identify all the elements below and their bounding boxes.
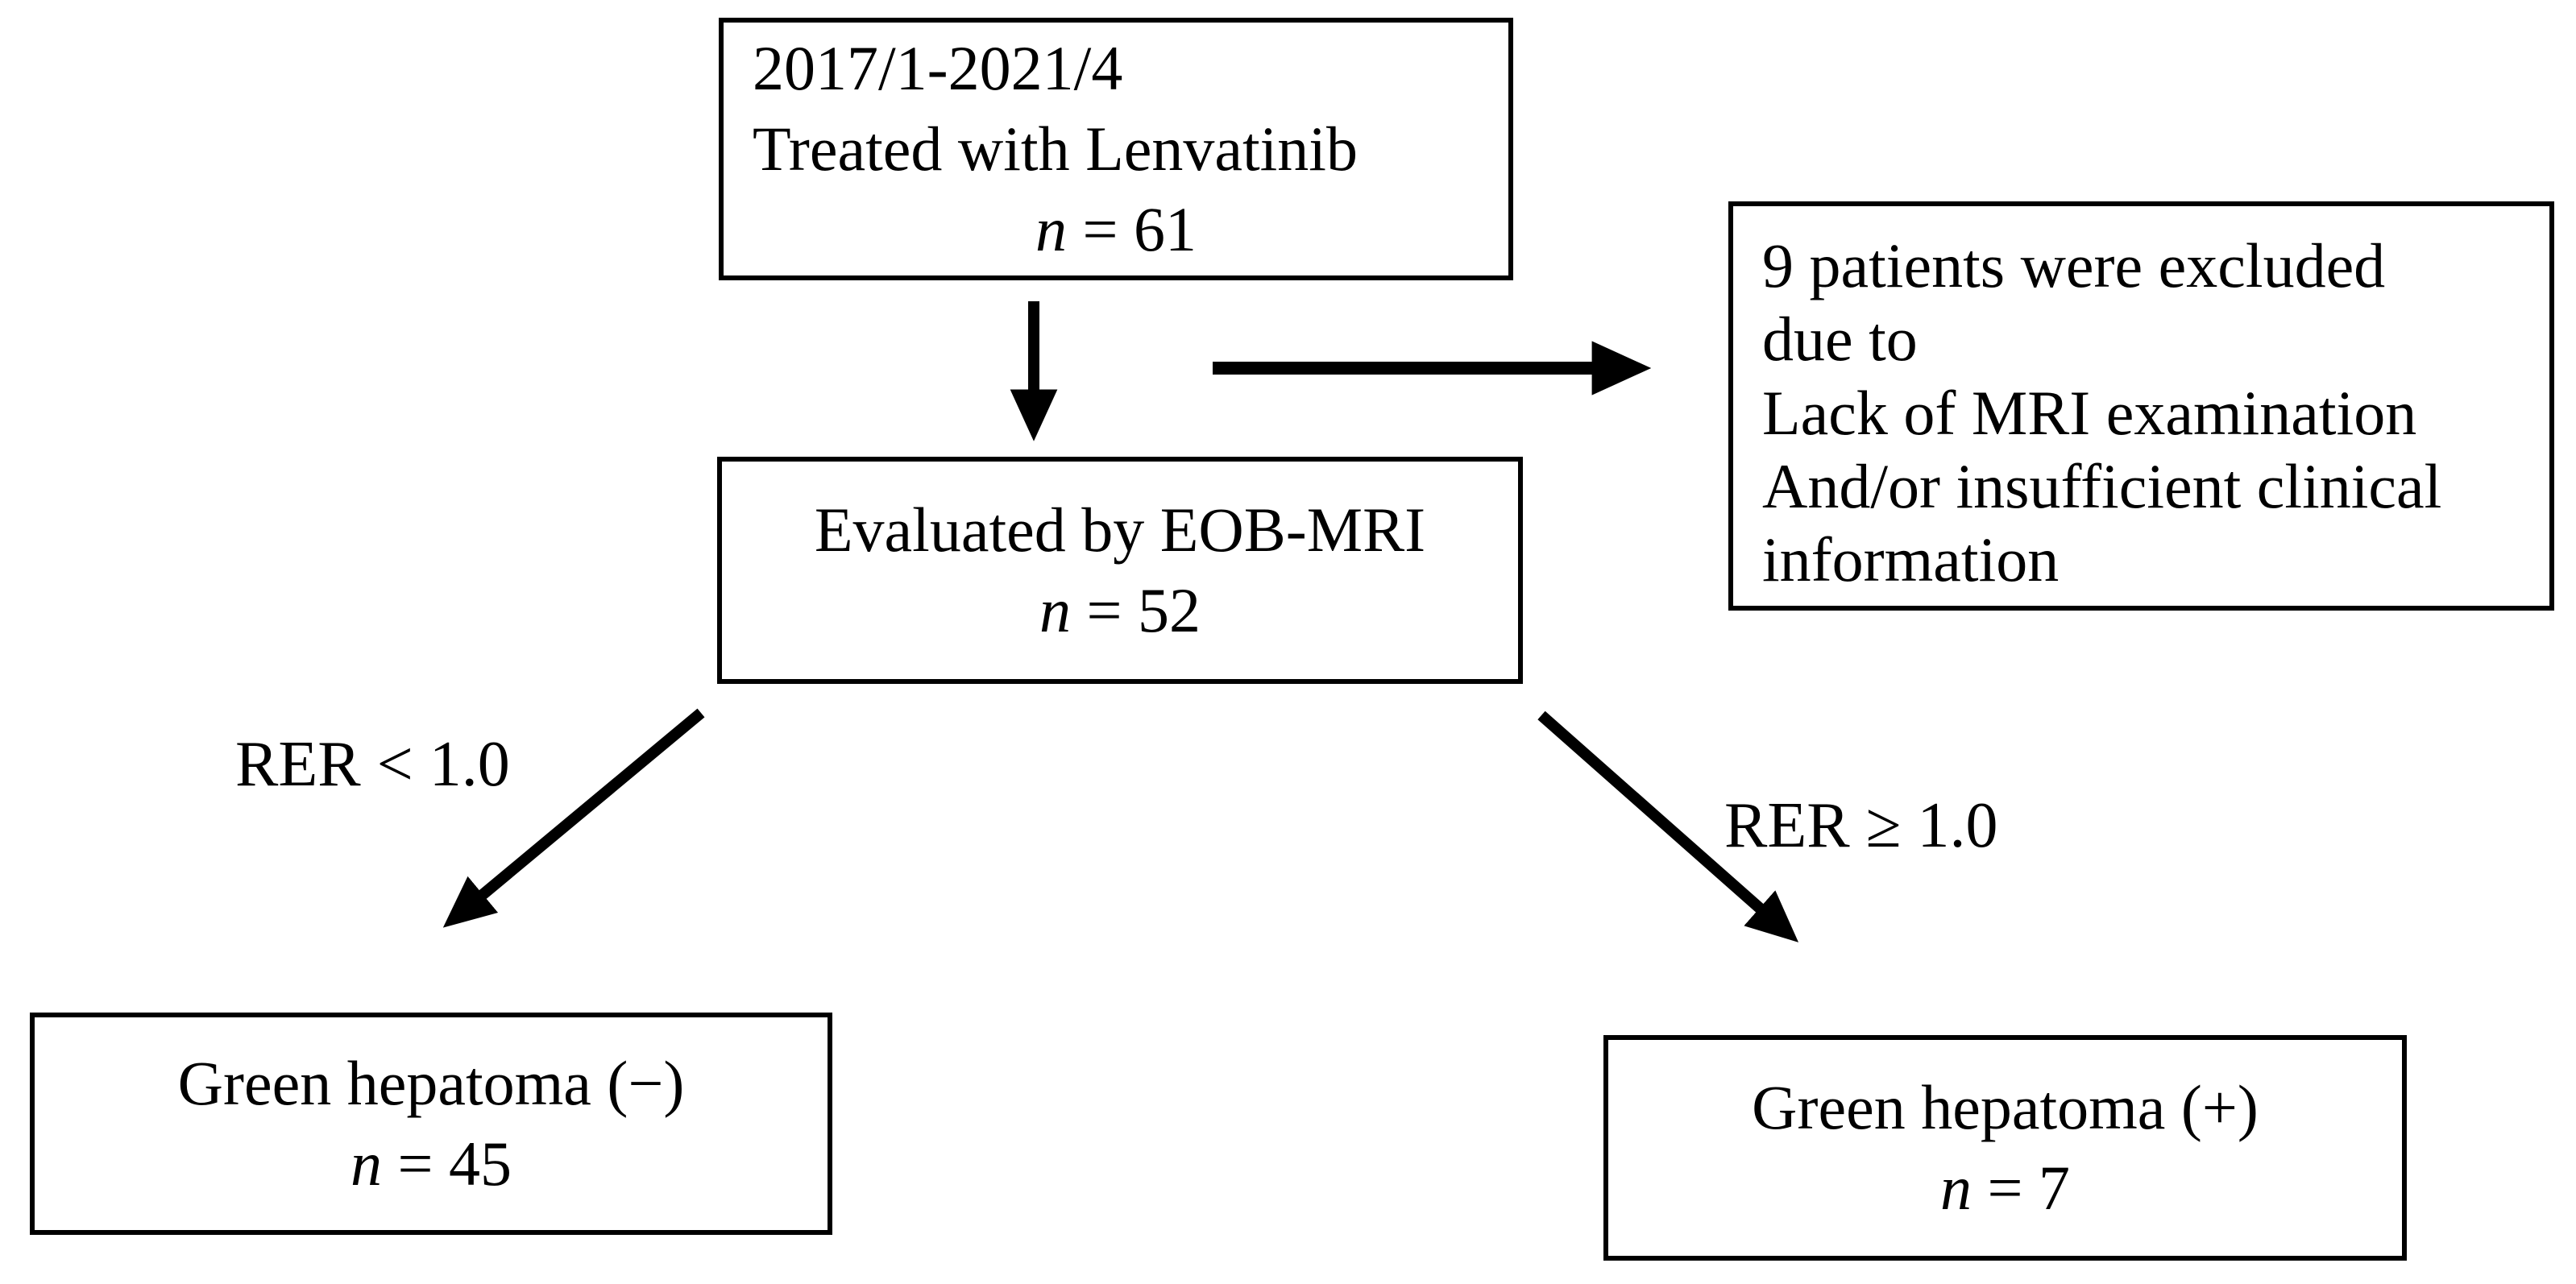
cohort-treatment: Treated with Lenvatinib xyxy=(753,114,1358,184)
arrow-evaluated-to-green-negative xyxy=(442,708,705,928)
exclusion-box: 9 patients were excluded due to Lack of … xyxy=(1728,201,2554,611)
evaluated-n-count: n = 52 xyxy=(722,570,1518,651)
n-value: = 7 xyxy=(1972,1153,2071,1223)
branch-label-rer-less: RER < 1.0 xyxy=(235,729,510,800)
green-negative-n-count: n = 45 xyxy=(35,1124,828,1204)
evaluated-box: Evaluated by EOB-MRI n = 52 xyxy=(717,457,1523,684)
exclusion-line: 9 patients were excluded xyxy=(1762,230,2386,300)
n-symbol: n xyxy=(1035,193,1067,264)
cohort-n-count: n = 61 xyxy=(724,189,1508,270)
n-symbol: n xyxy=(351,1129,382,1199)
n-value: = 61 xyxy=(1067,193,1197,264)
exclusion-line: due to xyxy=(1762,304,1918,375)
n-symbol: n xyxy=(1039,575,1071,645)
green-negative-box: Green hepatoma (−) n = 45 xyxy=(30,1013,832,1235)
exclusion-line: Lack of MRI examination xyxy=(1762,377,2417,448)
green-positive-n-count: n = 7 xyxy=(1608,1148,2402,1228)
exclusion-line: information xyxy=(1762,524,2060,594)
evaluated-title: Evaluated by EOB-MRI xyxy=(814,495,1426,565)
cohort-box: 2017/1-2021/4 Treated with Lenvatinib n … xyxy=(719,18,1513,280)
n-value: = 45 xyxy=(382,1129,512,1199)
green-positive-title: Green hepatoma (+) xyxy=(1752,1072,2259,1143)
green-negative-title: Green hepatoma (−) xyxy=(177,1048,685,1119)
exclusion-line: And/or insufficient clinical xyxy=(1762,450,2442,521)
cohort-period: 2017/1-2021/4 xyxy=(753,33,1123,104)
n-value: = 52 xyxy=(1071,575,1201,645)
n-symbol: n xyxy=(1940,1153,1972,1223)
green-positive-box: Green hepatoma (+) n = 7 xyxy=(1603,1035,2407,1261)
branch-label-rer-greater-equal: RER ≥ 1.0 xyxy=(1724,790,1998,861)
